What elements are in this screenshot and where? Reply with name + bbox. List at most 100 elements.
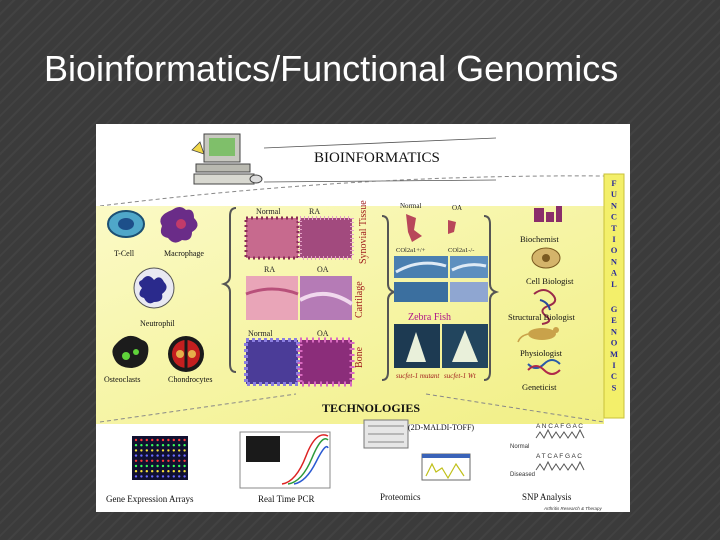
mutant-label-1: sucfet-1 mutant xyxy=(396,372,440,380)
functional-genomics-strip xyxy=(604,174,624,418)
figure-credit: Arthritis Research & Therapy xyxy=(543,506,603,511)
model-label-normal: Normal xyxy=(400,202,421,210)
array-spot xyxy=(156,470,158,472)
tissue-label-row2-b: OA xyxy=(317,265,329,274)
tech-label-gene-expression: Gene Expression Arrays xyxy=(106,494,194,504)
t-cell-icon xyxy=(108,211,144,237)
array-spot xyxy=(183,454,185,456)
array-spot xyxy=(140,449,142,451)
array-spot xyxy=(178,475,180,477)
array-spot xyxy=(167,465,169,467)
snp-diseased-label: Diseased xyxy=(510,472,535,478)
array-spot xyxy=(178,444,180,446)
array-spot xyxy=(140,470,142,472)
array-spot xyxy=(173,465,175,467)
array-spot xyxy=(140,444,142,446)
snp-normal-seq: A N C A F G A C xyxy=(536,423,583,430)
cell-label-macrophage: Macrophage xyxy=(164,249,204,258)
array-spot xyxy=(178,449,180,451)
array-spot xyxy=(162,444,164,446)
role-biochemist: Biochemist xyxy=(520,234,559,244)
cell-label-osteoclasts: Osteoclasts xyxy=(104,375,140,384)
pcr-graph-image xyxy=(240,432,330,488)
proteomics-gel-image xyxy=(364,420,408,448)
histology-image-ko xyxy=(450,282,488,302)
genotype-label-ko: COl2a1-/- xyxy=(448,247,474,254)
tech-label-proteomics: Proteomics xyxy=(380,492,421,502)
tissue-label-row2-a: RA xyxy=(264,265,275,274)
array-spot xyxy=(135,454,137,456)
array-spot xyxy=(162,460,164,462)
array-spot xyxy=(183,475,185,477)
microarray-image xyxy=(132,436,188,480)
array-spot xyxy=(183,444,185,446)
array-spot xyxy=(156,465,158,467)
array-spot xyxy=(173,460,175,462)
array-spot xyxy=(156,460,158,462)
array-spot xyxy=(173,454,175,456)
array-spot xyxy=(146,454,148,456)
array-spot xyxy=(146,465,148,467)
array-spot xyxy=(140,454,142,456)
array-spot xyxy=(173,470,175,472)
array-spot xyxy=(151,439,153,441)
snp-normal-label: Normal xyxy=(510,444,529,450)
array-spot xyxy=(167,444,169,446)
cell-biologist-icon xyxy=(532,248,560,268)
slide-title: Bioinformatics/Functional Genomics xyxy=(44,48,618,90)
cell-label-chondrocytes: Chondrocytes xyxy=(168,375,212,384)
array-spot xyxy=(146,460,148,462)
mutant-label-2: sucfet-1 Wt xyxy=(444,372,477,380)
array-spot xyxy=(135,439,137,441)
array-spot xyxy=(135,444,137,446)
technologies-header: TECHNOLOGIES xyxy=(322,401,420,415)
array-spot xyxy=(183,460,185,462)
zebra-fish-label: Zebra Fish xyxy=(408,312,451,323)
array-spot xyxy=(178,470,180,472)
array-spot xyxy=(151,460,153,462)
header-line xyxy=(264,138,496,148)
tissue-image-normal-bone xyxy=(246,340,298,384)
tissue-image-ra-cartilage xyxy=(246,276,298,320)
array-spot xyxy=(162,454,164,456)
array-spot xyxy=(183,465,185,467)
array-spot xyxy=(140,460,142,462)
array-spot xyxy=(156,454,158,456)
array-spot xyxy=(151,475,153,477)
array-spot xyxy=(135,475,137,477)
array-spot xyxy=(183,470,185,472)
role-geneticist: Geneticist xyxy=(522,382,557,392)
array-spot xyxy=(167,475,169,477)
array-spot xyxy=(135,449,137,451)
array-spot xyxy=(146,439,148,441)
array-spot xyxy=(162,465,164,467)
array-spot xyxy=(135,470,137,472)
array-spot xyxy=(183,449,185,451)
array-spot xyxy=(183,439,185,441)
snp-diseased-trace xyxy=(536,462,584,470)
tissue-type-synovial: Synovial Tissue xyxy=(358,200,369,264)
cell-label-t-cell: T-Cell xyxy=(114,249,135,258)
array-spot xyxy=(167,454,169,456)
role-physiologist: Physiologist xyxy=(520,348,563,358)
xray-image-wt xyxy=(394,256,448,278)
array-spot xyxy=(140,475,142,477)
tissue-type-bone: Bone xyxy=(354,346,365,368)
model-label-oa: OA xyxy=(452,204,462,212)
array-spot xyxy=(167,460,169,462)
tissue-label-row1-b: RA xyxy=(309,207,320,216)
array-spot xyxy=(135,460,137,462)
array-spot xyxy=(178,465,180,467)
figure-header: BIOINFORMATICS xyxy=(314,150,440,166)
array-spot xyxy=(151,454,153,456)
genotype-label-wt: COl2a1+/+ xyxy=(396,247,426,254)
array-spot xyxy=(173,449,175,451)
histology-image-wt xyxy=(394,282,448,302)
array-spot xyxy=(162,475,164,477)
tissue-image-ra-synovial xyxy=(300,218,352,258)
tissue-image-oa-bone xyxy=(300,340,352,384)
array-spot xyxy=(146,475,148,477)
chondrocyte-icon xyxy=(168,336,204,372)
role-cell-biologist: Cell Biologist xyxy=(526,276,574,286)
